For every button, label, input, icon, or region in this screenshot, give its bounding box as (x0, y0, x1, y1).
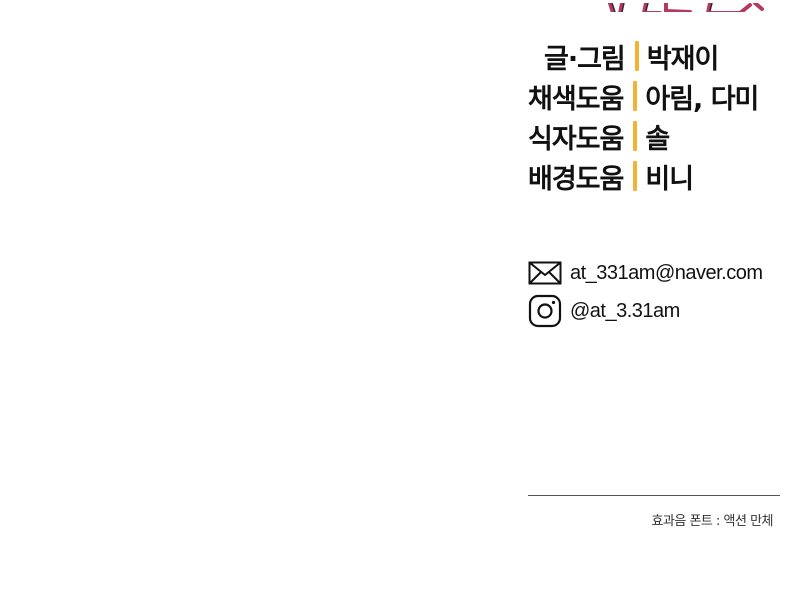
instagram-row: @at_3.31am (528, 292, 763, 330)
credit-row-story-art: 글·그림 박재이 (528, 36, 758, 76)
email-row: at_331am@naver.com (528, 254, 763, 292)
credit-separator (633, 161, 638, 191)
credit-separator (633, 121, 638, 151)
email-address[interactable]: at_331am@naver.com (570, 261, 763, 284)
sfx-font-credit: 효과음 폰트 : 액션 만체 (651, 514, 773, 529)
title-logo-fragment (600, 0, 772, 12)
credit-row-lettering: 식자도움 솔 (528, 116, 758, 156)
credits-list: 글·그림 박재이 채색도움 아림, 다미 식자도움 솔 배경도움 비니 (528, 36, 759, 196)
credit-separator (634, 41, 639, 71)
credit-role: 글·그림 (544, 43, 626, 75)
credit-name: 솔 (645, 123, 670, 155)
instagram-icon (528, 294, 562, 328)
credit-row-background: 배경도움 비니 (528, 156, 758, 196)
credit-name: 비니 (645, 163, 694, 195)
envelope-icon (528, 258, 562, 288)
credit-role: 식자도움 (528, 123, 624, 155)
credit-name: 박재이 (646, 43, 720, 75)
credit-role: 채색도움 (528, 83, 624, 115)
credit-name: 아림, 다미 (645, 83, 759, 115)
footer-divider (528, 495, 780, 496)
credit-row-coloring: 채색도움 아림, 다미 (528, 76, 759, 116)
instagram-handle[interactable]: @at_3.31am (570, 299, 680, 322)
credit-separator (633, 81, 638, 111)
contact-info: at_331am@naver.com @at_3.31am (528, 254, 763, 330)
credit-role: 배경도움 (528, 163, 624, 195)
